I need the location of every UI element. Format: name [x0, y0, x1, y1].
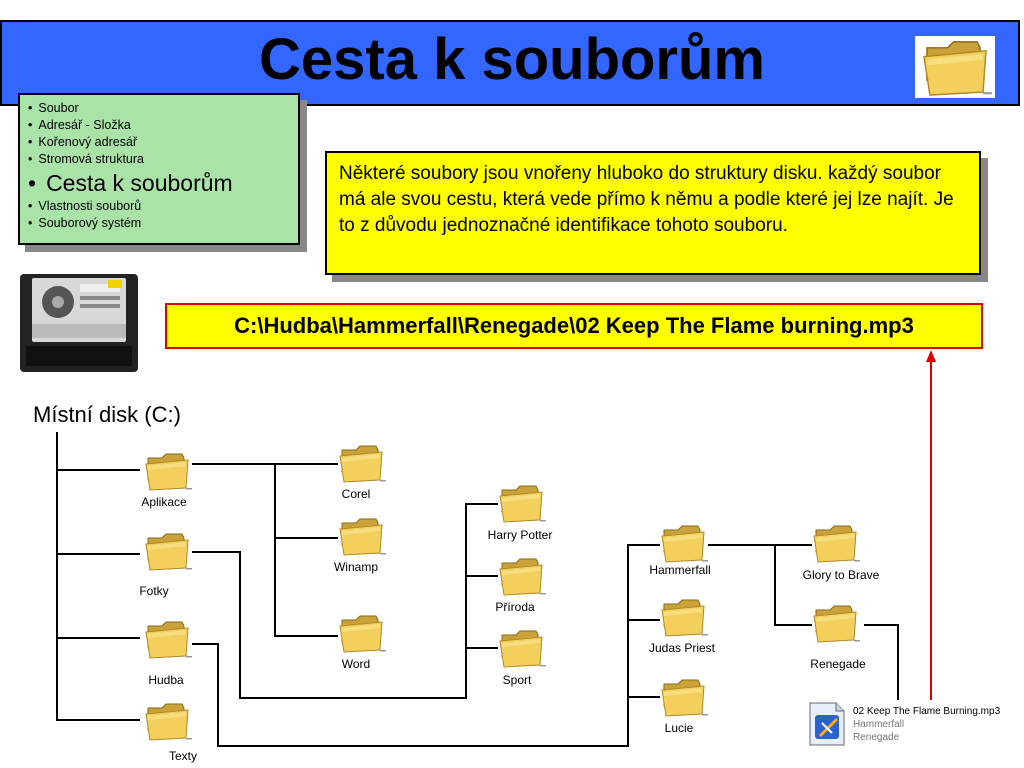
- folder-label: Winamp: [333, 560, 378, 574]
- folder-icon[interactable]: [496, 482, 546, 524]
- folder-label: Glory to Brave: [802, 568, 880, 582]
- folder-icon[interactable]: [142, 618, 192, 660]
- topic-menu: Soubor Adresář - Složka Kořenový adresář…: [18, 93, 300, 245]
- hard-disk-icon: [20, 274, 138, 372]
- file-name: 02 Keep The Flame Burning.mp3: [853, 706, 1001, 717]
- folder-icon[interactable]: [810, 602, 860, 644]
- file-artist: Hammerfall: [853, 719, 905, 730]
- folder-label: Texty: [168, 749, 197, 763]
- folder-icon[interactable]: [142, 450, 192, 492]
- menu-item[interactable]: Kořenový adresář: [28, 134, 290, 151]
- folder-icon[interactable]: [496, 627, 546, 669]
- folder-label: Hudba: [148, 673, 184, 687]
- folder-label: Renegade: [810, 657, 866, 671]
- folder-icon[interactable]: [142, 530, 192, 572]
- folder-icon[interactable]: [336, 442, 386, 484]
- title-bar: [0, 20, 1020, 106]
- menu-item[interactable]: Soubor: [28, 100, 290, 117]
- folder-label: Lucie: [664, 721, 694, 735]
- info-box: Některé soubory jsou vnořeny hluboko do …: [325, 151, 981, 275]
- folder-icon[interactable]: [658, 676, 708, 718]
- folder-icon[interactable]: [142, 700, 192, 742]
- page-title: Cesta k souborům: [259, 27, 765, 92]
- folder-icon[interactable]: [336, 515, 386, 557]
- folder-label: Aplikace: [141, 495, 187, 509]
- folder-label: Příroda: [495, 600, 535, 614]
- folder-label: Harry Potter: [487, 528, 553, 542]
- folder-label: Hammerfall: [649, 563, 711, 577]
- folder-icon[interactable]: [810, 522, 860, 564]
- folder-label: Judas Priest: [648, 641, 716, 655]
- mp3-file-icon[interactable]: [808, 701, 846, 747]
- menu-item[interactable]: Vlastnosti souborů: [28, 198, 290, 215]
- folder-icon[interactable]: [658, 596, 708, 638]
- folder-icon[interactable]: [336, 612, 386, 654]
- folder-icon[interactable]: [658, 522, 708, 564]
- disk-label: Místní disk (C:): [33, 402, 181, 427]
- folder-label: Corel: [341, 487, 371, 501]
- menu-item-active[interactable]: Cesta k souborům: [28, 168, 290, 198]
- file-path-box: C:\Hudba\Hammerfall\Renegade\02 Keep The…: [165, 303, 983, 349]
- folder-icon[interactable]: [496, 555, 546, 597]
- menu-item[interactable]: Adresář - Složka: [28, 117, 290, 134]
- folder-label: Sport: [502, 673, 532, 687]
- menu-item[interactable]: Stromová struktura: [28, 151, 290, 168]
- folder-label: Word: [341, 657, 371, 671]
- menu-item[interactable]: Souborový systém: [28, 215, 290, 232]
- folder-icon: [915, 36, 995, 98]
- folder-label: Fotky: [139, 584, 169, 598]
- file-album: Renegade: [853, 732, 900, 743]
